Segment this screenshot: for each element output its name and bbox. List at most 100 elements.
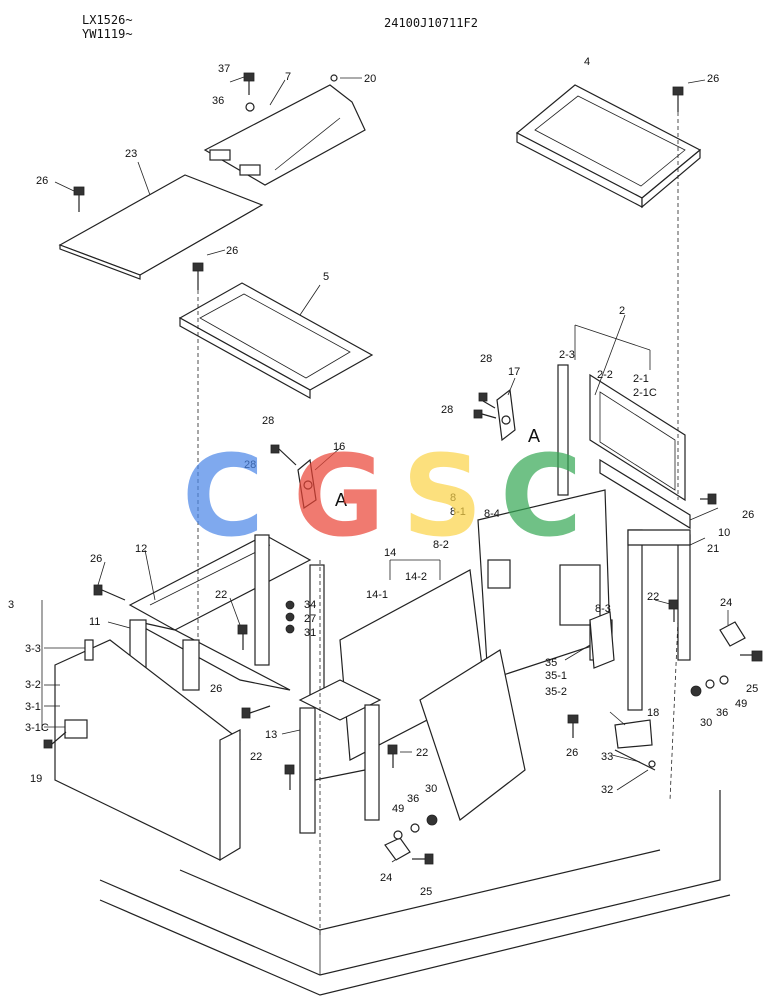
label-36-a: 36 xyxy=(212,95,224,107)
label-13: 13 xyxy=(265,729,277,741)
label-3-2: 3-2 xyxy=(25,679,41,691)
pins-33-32 xyxy=(614,749,656,771)
washer-49-b xyxy=(719,675,729,685)
cab-base xyxy=(99,790,731,996)
bolt-22-d xyxy=(668,599,679,622)
label-3-1: 3-1 xyxy=(25,701,41,713)
label-35: 35 xyxy=(545,657,557,669)
label-22-b: 22 xyxy=(250,751,262,763)
label-26-g: 26 xyxy=(566,747,578,759)
roof-5 xyxy=(178,282,374,400)
label-14-2: 14-2 xyxy=(405,571,427,583)
label-view-a-1: A xyxy=(528,426,540,446)
label-5: 5 xyxy=(323,271,329,283)
label-30-a: 30 xyxy=(700,717,712,729)
label-3-3: 3-3 xyxy=(25,643,41,655)
label-8-1: 8-1 xyxy=(450,506,466,518)
label-20: 20 xyxy=(364,73,376,85)
label-26-e: 26 xyxy=(90,553,102,565)
label-35-1: 35-1 xyxy=(545,670,567,682)
label-18: 18 xyxy=(647,707,659,719)
watermark-letter-1: C xyxy=(182,432,264,562)
bracket-24-a xyxy=(384,837,411,861)
bolt-22-a xyxy=(237,624,248,650)
label-32: 32 xyxy=(601,784,613,796)
label-16: 16 xyxy=(333,441,345,453)
label-8-2: 8-2 xyxy=(433,539,449,551)
label-33: 33 xyxy=(601,751,613,763)
label-26-f: 26 xyxy=(210,683,222,695)
watermark-letter-4: C xyxy=(500,432,582,562)
label-2: 2 xyxy=(619,305,625,317)
label-30-b: 30 xyxy=(425,783,437,795)
rear-frame-2 xyxy=(557,364,686,502)
label-49-a: 49 xyxy=(735,698,747,710)
hinge-16 xyxy=(297,458,317,510)
label-14-1: 14-1 xyxy=(366,589,388,601)
handle-18 xyxy=(614,719,653,749)
label-14: 14 xyxy=(384,547,396,559)
bolt-26-c xyxy=(192,262,204,290)
bolt-28-a xyxy=(478,392,496,409)
label-28-c: 28 xyxy=(262,415,274,427)
label-4: 4 xyxy=(584,56,590,68)
bolt-26-d xyxy=(700,493,717,505)
label-28-d: 28 xyxy=(244,459,256,471)
door-3 xyxy=(54,639,241,862)
label-37: 37 xyxy=(218,63,230,75)
label-2-3: 2-3 xyxy=(559,349,575,361)
pin-20 xyxy=(330,74,338,82)
label-3: 3 xyxy=(8,599,14,611)
label-8-4: 8-4 xyxy=(484,508,500,520)
label-49-b: 49 xyxy=(392,803,404,815)
label-28-b: 28 xyxy=(441,404,453,416)
label-26-d: 26 xyxy=(742,509,754,521)
label-35-2: 35-2 xyxy=(545,686,567,698)
label-27: 27 xyxy=(304,613,316,625)
leader-lines xyxy=(41,76,729,935)
bolt-26-e xyxy=(93,584,126,601)
label-24-a: 24 xyxy=(720,597,732,609)
nut-30-a xyxy=(426,814,438,826)
roof-4 xyxy=(515,84,702,209)
frame-13 xyxy=(298,679,382,834)
serial-range-2: YW1119~ xyxy=(82,27,133,41)
rear-panel-8 xyxy=(477,489,613,681)
label-25-a: 25 xyxy=(746,683,758,695)
bolt-26-f xyxy=(241,705,271,719)
roof-panel-7 xyxy=(203,84,366,186)
label-21: 21 xyxy=(707,543,719,555)
bolt-25-b xyxy=(740,650,763,662)
label-3-1c: 3-1C xyxy=(25,722,49,734)
label-22-a: 22 xyxy=(215,589,227,601)
serial-range-1: LX1526~ xyxy=(82,13,133,27)
washer-36 xyxy=(245,102,255,112)
watermark-letter-2: G xyxy=(293,432,385,562)
nuts-34-27-31 xyxy=(285,600,295,634)
floor-panel-23 xyxy=(58,174,264,280)
label-12: 12 xyxy=(135,543,147,555)
handle-19 xyxy=(43,731,67,749)
bolt-22-b xyxy=(284,764,295,790)
bracket-24-b xyxy=(719,621,746,647)
label-7: 7 xyxy=(285,71,291,83)
label-2-1c: 2-1C xyxy=(633,387,657,399)
washer-36-c xyxy=(705,679,715,689)
watermark: C G S C xyxy=(182,432,582,562)
label-11: 11 xyxy=(89,616,100,628)
part-labels: 37 7 20 36 23 26 4 26 26 5 2 2-3 2-2 2-1… xyxy=(8,56,758,898)
bolt-26-b xyxy=(672,86,684,112)
label-25-b: 25 xyxy=(420,886,432,898)
label-8: 8 xyxy=(450,492,456,504)
bracket-35 xyxy=(589,611,615,669)
nut-30-b xyxy=(690,685,702,697)
watermark-letter-3: S xyxy=(402,432,483,562)
label-2-2: 2-2 xyxy=(597,369,613,381)
bolt-22-c xyxy=(387,744,398,768)
bolt-28-c xyxy=(270,444,297,466)
label-26-b: 26 xyxy=(707,73,719,85)
label-view-a-2: A xyxy=(335,490,347,510)
bolt-28-b xyxy=(473,409,497,419)
